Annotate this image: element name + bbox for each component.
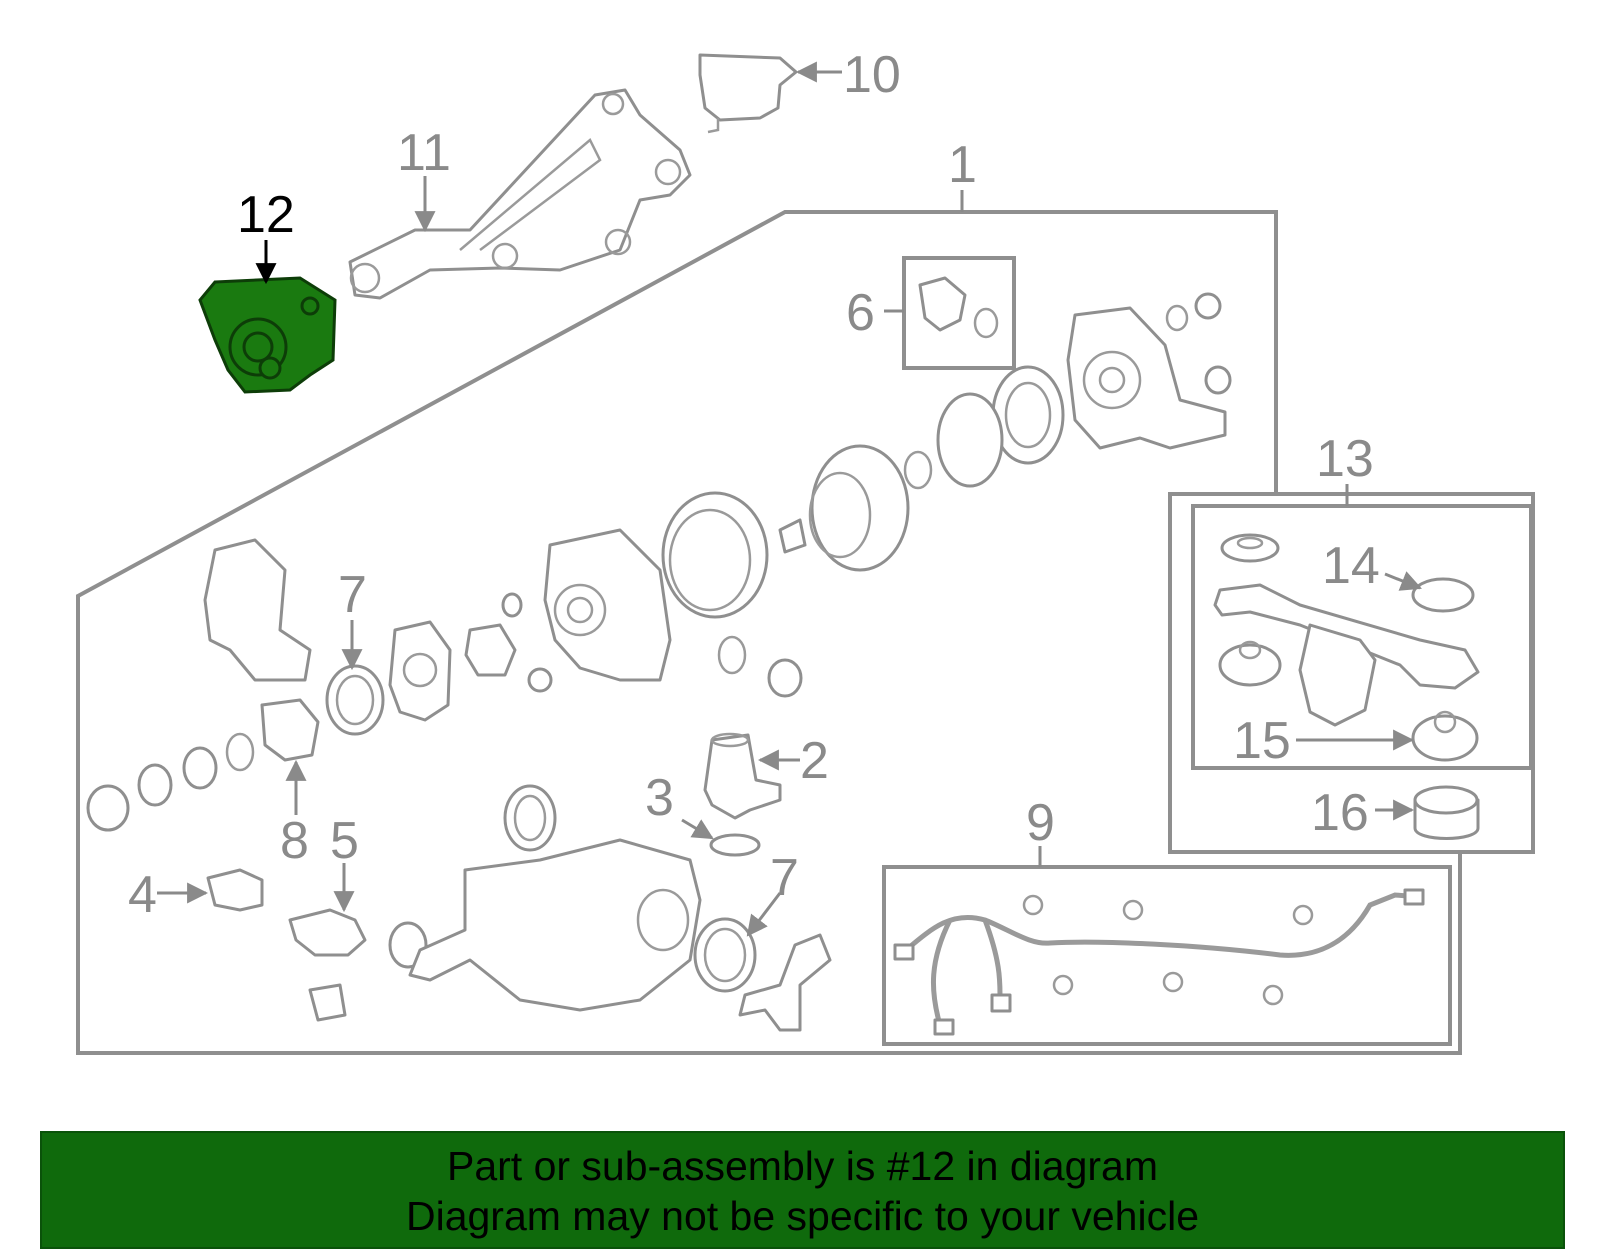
label-6: 6 (846, 284, 875, 342)
part-5-sensor[interactable] (288, 908, 428, 1022)
label-7b: 7 (770, 849, 799, 907)
banner-line-2: Diagram may not be specific to your vehi… (405, 1193, 1199, 1239)
part-13-subframe[interactable] (1213, 533, 1480, 727)
label-7a: 7 (338, 566, 367, 624)
label-8: 8 (280, 812, 309, 870)
label-2: 2 (800, 732, 829, 790)
assembly-box-6 (902, 256, 1016, 370)
label-16: 16 (1311, 784, 1369, 842)
sub-box-13-inner (1191, 504, 1533, 770)
part-4-connector[interactable] (206, 868, 264, 912)
label-9: 9 (1026, 794, 1055, 852)
part-15-bushing[interactable] (1411, 710, 1479, 762)
part-gear-case[interactable] (464, 528, 803, 698)
part-housing-left[interactable] (203, 538, 452, 736)
label-3: 3 (645, 769, 674, 827)
label-14: 14 (1322, 537, 1380, 595)
part-12-mount[interactable] (198, 276, 337, 394)
part-11-arm[interactable] (348, 88, 692, 300)
label-12: 12 (237, 186, 295, 244)
label-10: 10 (843, 46, 901, 104)
part-clutch-drum[interactable] (661, 444, 910, 619)
assembly-box-9 (882, 865, 1452, 1046)
part-6-sensor[interactable] (918, 276, 999, 339)
label-1: 1 (948, 136, 977, 194)
label-11: 11 (397, 124, 451, 182)
part-diff-housing[interactable] (408, 784, 832, 1032)
label-15: 15 (1233, 712, 1291, 770)
part-14-bushing[interactable] (1411, 577, 1475, 613)
part-2-actuator[interactable] (703, 732, 782, 820)
part-cover-upper[interactable] (903, 292, 1232, 490)
label-13: 13 (1316, 430, 1374, 488)
part-8-carrier[interactable] (86, 698, 320, 832)
part-10-reservoir[interactable] (698, 53, 798, 134)
label-4: 4 (128, 866, 157, 924)
banner-line-1: Part or sub-assembly is #12 in diagram (447, 1143, 1158, 1189)
part-16-bushing[interactable] (1413, 785, 1480, 840)
label-5: 5 (330, 812, 359, 870)
info-banner: Part or sub-assembly is #12 in diagram D… (40, 1131, 1565, 1249)
part-3-oring[interactable] (709, 833, 761, 857)
part-9-harness[interactable] (893, 888, 1425, 1036)
